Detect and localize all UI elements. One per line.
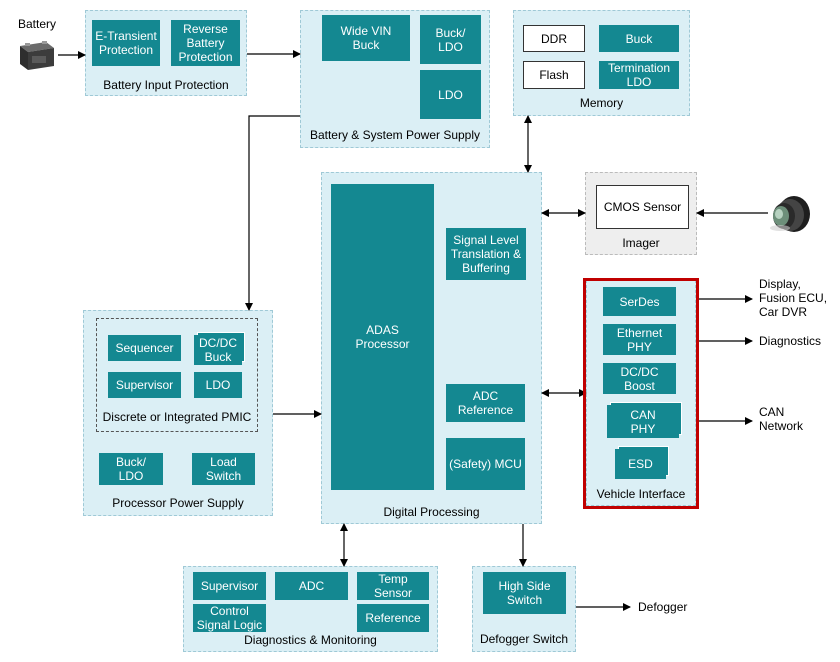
- e-transient-protection-block[interactable]: E-Transient Protection: [92, 20, 160, 66]
- safety-mcu-block[interactable]: (Safety) MCU: [446, 438, 525, 490]
- signal-level-translation-block[interactable]: Signal Level Translation & Buffering: [446, 228, 526, 280]
- digital-processing-title: Digital Processing: [383, 505, 480, 519]
- defogger-switch-title: Defogger Switch: [479, 632, 569, 646]
- adc-reference-block[interactable]: ADC Reference: [446, 384, 525, 422]
- termination-ldo-block[interactable]: Termination LDO: [599, 61, 679, 89]
- processor-buck-ldo-block[interactable]: Buck/ LDO: [99, 453, 163, 485]
- pmic-title: Discrete or Integrated PMIC: [102, 410, 252, 424]
- diag-adc-block[interactable]: ADC: [275, 572, 348, 600]
- load-switch-block[interactable]: Load Switch: [192, 453, 255, 485]
- power-to-processor-power-arrow: [245, 115, 300, 311]
- memory-buck-block[interactable]: Buck: [599, 25, 679, 52]
- processor-power-title: Processor Power Supply: [112, 496, 244, 510]
- ldo-block[interactable]: LDO: [420, 70, 481, 119]
- system-power-title: Battery & System Power Supply: [309, 128, 481, 142]
- battery-input-protection-title: Battery Input Protection: [103, 78, 229, 92]
- esd-block[interactable]: ESD: [615, 449, 666, 479]
- pmic-supervisor-block[interactable]: Supervisor: [108, 372, 181, 398]
- reverse-battery-protection-block[interactable]: Reverse Battery Protection: [171, 20, 240, 66]
- wide-vin-buck-block[interactable]: Wide VIN Buck: [322, 15, 410, 61]
- pmic-ldo-block[interactable]: LDO: [194, 372, 242, 398]
- can-phy-block[interactable]: CAN PHY: [607, 405, 679, 438]
- display-fusion-output-label: Display, Fusion ECU, Car DVR: [759, 277, 828, 319]
- imager-title: Imager: [622, 236, 660, 250]
- high-side-switch-block[interactable]: High Side Switch: [483, 572, 566, 614]
- sequencer-block[interactable]: Sequencer: [108, 335, 181, 361]
- cmos-sensor-block[interactable]: CMOS Sensor: [596, 185, 689, 229]
- vehicle-interface-title: Vehicle Interface: [596, 487, 686, 501]
- diag-reference-block[interactable]: Reference: [357, 604, 429, 632]
- adas-processor-block[interactable]: ADAS Processor: [331, 184, 434, 490]
- camera-lens-icon: [768, 194, 812, 234]
- battery-label: Battery: [18, 17, 57, 31]
- memory-title: Memory: [579, 96, 624, 110]
- can-network-output-label: CAN Network: [759, 405, 804, 433]
- ddr-block[interactable]: DDR: [523, 25, 585, 52]
- serdes-block[interactable]: SerDes: [603, 287, 676, 316]
- battery-icon: [16, 38, 56, 72]
- defogger-output-label: Defogger: [638, 600, 688, 614]
- diag-supervisor-block[interactable]: Supervisor: [193, 572, 266, 600]
- temp-sensor-block[interactable]: Temp Sensor: [357, 572, 429, 600]
- vehicle-interface-highlight: [583, 278, 699, 509]
- control-signal-logic-block[interactable]: Control Signal Logic: [193, 604, 266, 632]
- buck-ldo-block[interactable]: Buck/ LDO: [420, 15, 481, 64]
- dcdc-boost-block[interactable]: DC/DC Boost: [603, 363, 676, 394]
- diagnostics-monitoring-title: Diagnostics & Monitoring: [244, 633, 377, 647]
- pmic-dashed-frame: [96, 318, 258, 432]
- ethernet-phy-block[interactable]: Ethernet PHY: [603, 324, 676, 355]
- dcdc-buck-block[interactable]: DC/DC Buck: [194, 335, 242, 365]
- diagnostics-output-label: Diagnostics: [759, 334, 822, 348]
- flash-block[interactable]: Flash: [523, 61, 585, 89]
